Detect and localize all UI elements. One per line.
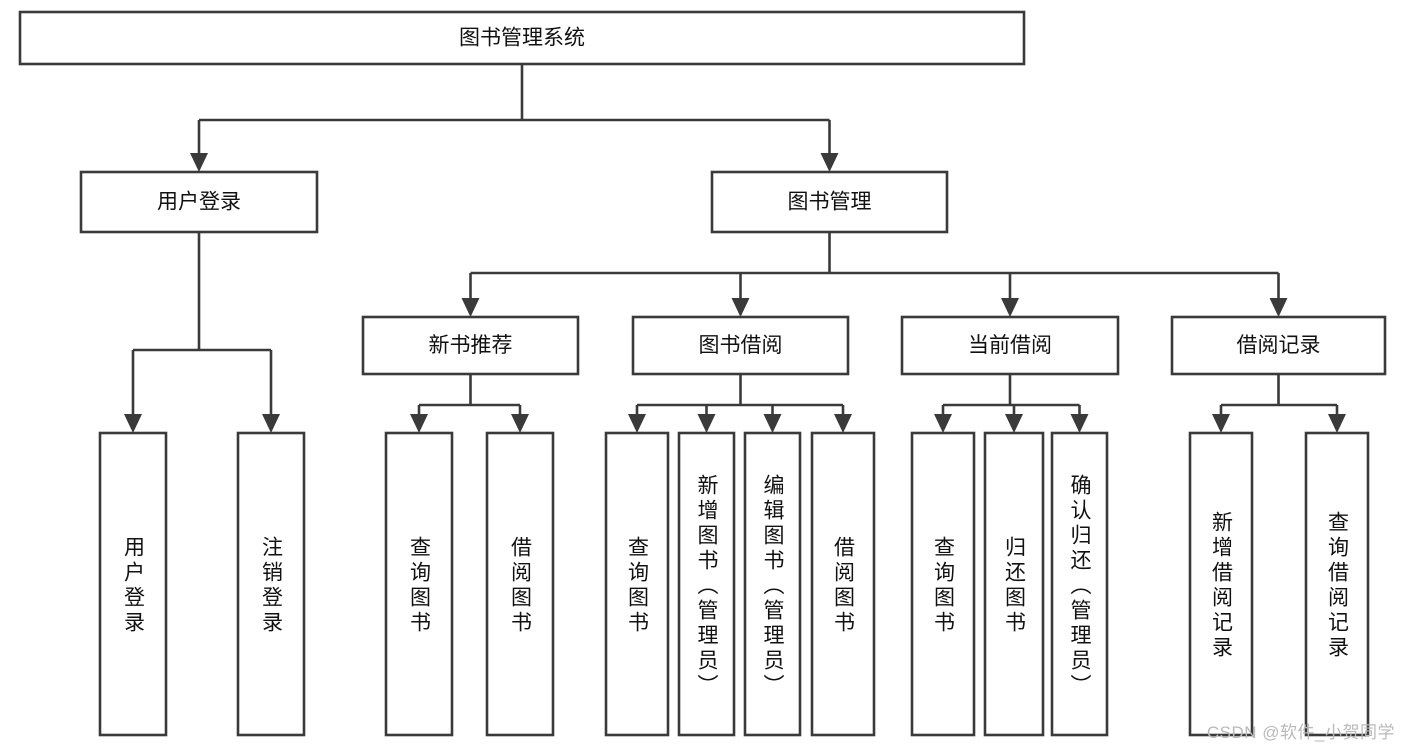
edge-new-book-recommend-arrow-0 — [410, 414, 428, 433]
edge-book-borrow-arrow-3 — [834, 414, 852, 433]
leaf-node-leaf-edit-book[interactable] — [743, 431, 802, 737]
edge-book-manage-arrow-1 — [731, 298, 750, 317]
leaf-node-leaf-add-book[interactable] — [677, 431, 736, 737]
leaf-node-leaf-query-book-borrow[interactable] — [604, 431, 670, 737]
node-book-borrow[interactable] — [631, 315, 850, 376]
edge-borrow-record-arrow-0 — [1212, 414, 1230, 433]
node-borrow-record[interactable] — [1170, 315, 1387, 376]
leaf-node-leaf-add-record[interactable] — [1188, 431, 1254, 737]
edge-book-borrow-arrow-2 — [763, 414, 782, 433]
edge-user-login-arrow-0 — [124, 414, 142, 433]
leaf-node-leaf-query-record[interactable] — [1304, 431, 1370, 737]
leaf-node-leaf-confirm-return[interactable] — [1050, 431, 1109, 737]
node-new-book-recommend[interactable] — [361, 315, 580, 376]
leaf-node-leaf-return-book[interactable] — [983, 431, 1045, 737]
edge-current-borrow-arrow-1 — [1005, 414, 1023, 433]
node-label-new-book-recommend: 新书推荐 — [429, 334, 513, 357]
edge-book-borrow-arrow-0 — [628, 414, 646, 433]
node-book-manage[interactable] — [710, 170, 949, 234]
connectors-layer — [124, 64, 1346, 433]
node-label-user-login: 用户登录 — [157, 191, 241, 214]
edge-book-manage-arrow-2 — [1001, 298, 1019, 317]
edge-book-borrow-arrow-1 — [697, 414, 716, 433]
node-current-borrow[interactable] — [900, 315, 1120, 376]
edge-root-arrow-1 — [820, 153, 839, 172]
edge-current-borrow-arrow-2 — [1070, 414, 1089, 433]
node-label-root: 图书管理系统 — [459, 27, 585, 50]
csdn-watermark: CSDN @软件_小贺同学 — [1206, 723, 1395, 742]
node-label-book-borrow: 图书借阅 — [699, 334, 783, 357]
node-user-login[interactable] — [79, 170, 319, 234]
node-label-borrow-record: 借阅记录 — [1237, 334, 1321, 357]
leaf-node-leaf-borrow-book[interactable] — [810, 431, 876, 737]
edge-user-login-arrow-1 — [262, 414, 280, 433]
node-label-current-borrow: 当前借阅 — [968, 334, 1052, 357]
edge-root-arrow-0 — [190, 153, 208, 172]
node-root[interactable] — [18, 10, 1026, 66]
leaf-node-leaf-query-book-cur[interactable] — [910, 431, 976, 737]
leaf-node-leaf-user-login[interactable] — [98, 431, 168, 737]
edge-book-manage-arrow-0 — [461, 298, 480, 317]
boxes-layer — [18, 10, 1387, 737]
edge-book-manage-arrow-3 — [1269, 298, 1288, 317]
leaf-node-leaf-borrow-book-rec[interactable] — [485, 431, 555, 737]
leaf-node-leaf-query-book-rec[interactable] — [384, 431, 454, 737]
leaf-node-leaf-user-logout[interactable] — [236, 431, 306, 737]
node-label-book-manage: 图书管理 — [788, 191, 872, 214]
edge-new-book-recommend-arrow-1 — [511, 414, 529, 433]
edge-current-borrow-arrow-0 — [934, 414, 952, 433]
edge-borrow-record-arrow-1 — [1328, 414, 1346, 433]
